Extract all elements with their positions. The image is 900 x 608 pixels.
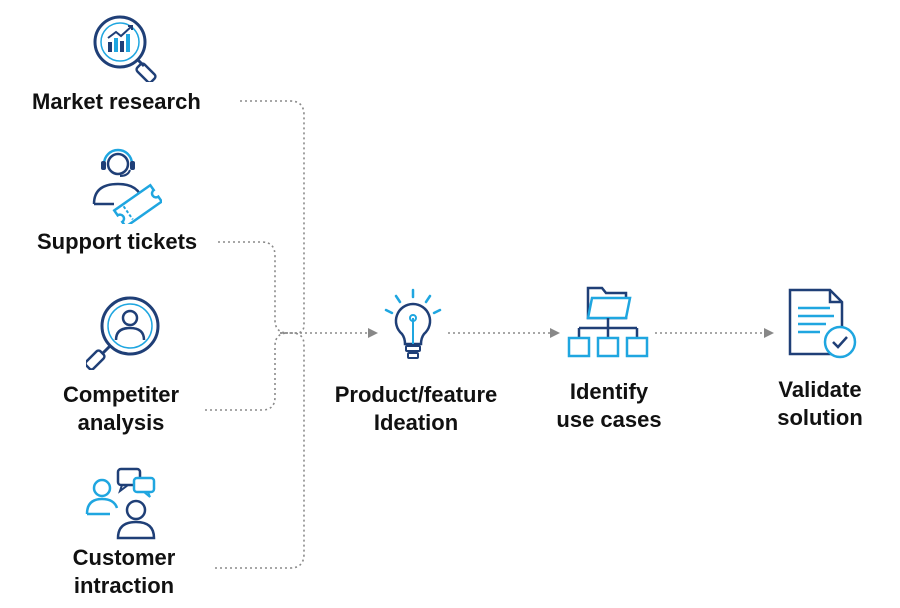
step-label-line: Ideation bbox=[373, 410, 459, 435]
lightbulb-icon bbox=[384, 288, 442, 359]
source-label-line: intraction bbox=[73, 573, 175, 598]
step-label-line: Product/feature bbox=[334, 382, 498, 407]
source-label-support-tickets: Support tickets bbox=[37, 229, 198, 254]
support-tickets-icon bbox=[92, 148, 162, 224]
step-label-ideation: Product/feature Ideation bbox=[335, 381, 498, 437]
step-label-line: Validate bbox=[778, 377, 862, 402]
connector-competitor-analysis bbox=[205, 332, 289, 411]
document-check-icon bbox=[788, 288, 857, 359]
market-research-icon bbox=[93, 15, 157, 82]
source-label-line: Competiter bbox=[62, 382, 180, 407]
connector-customer-interaction bbox=[215, 332, 305, 569]
source-label-customer-interaction: Customer intraction bbox=[73, 544, 176, 600]
source-label-line: Customer bbox=[72, 545, 176, 570]
step-label-line: use cases bbox=[556, 407, 662, 432]
source-label-competitor-analysis: Competiter analysis bbox=[63, 381, 179, 437]
source-label-line: analysis bbox=[77, 410, 165, 435]
source-label-market-research: Market research bbox=[32, 89, 201, 114]
step-label-validate: Validate solution bbox=[777, 376, 863, 432]
step-label-line: Identify bbox=[569, 379, 649, 404]
customer-interaction-icon bbox=[85, 467, 156, 540]
connector-market-research bbox=[240, 100, 305, 334]
connector-support-tickets bbox=[218, 241, 289, 334]
step-label-line: solution bbox=[777, 405, 863, 430]
step-label-use-cases: Identify use cases bbox=[556, 378, 661, 434]
competitor-analysis-icon bbox=[86, 296, 160, 370]
folder-hierarchy-icon bbox=[567, 286, 649, 358]
